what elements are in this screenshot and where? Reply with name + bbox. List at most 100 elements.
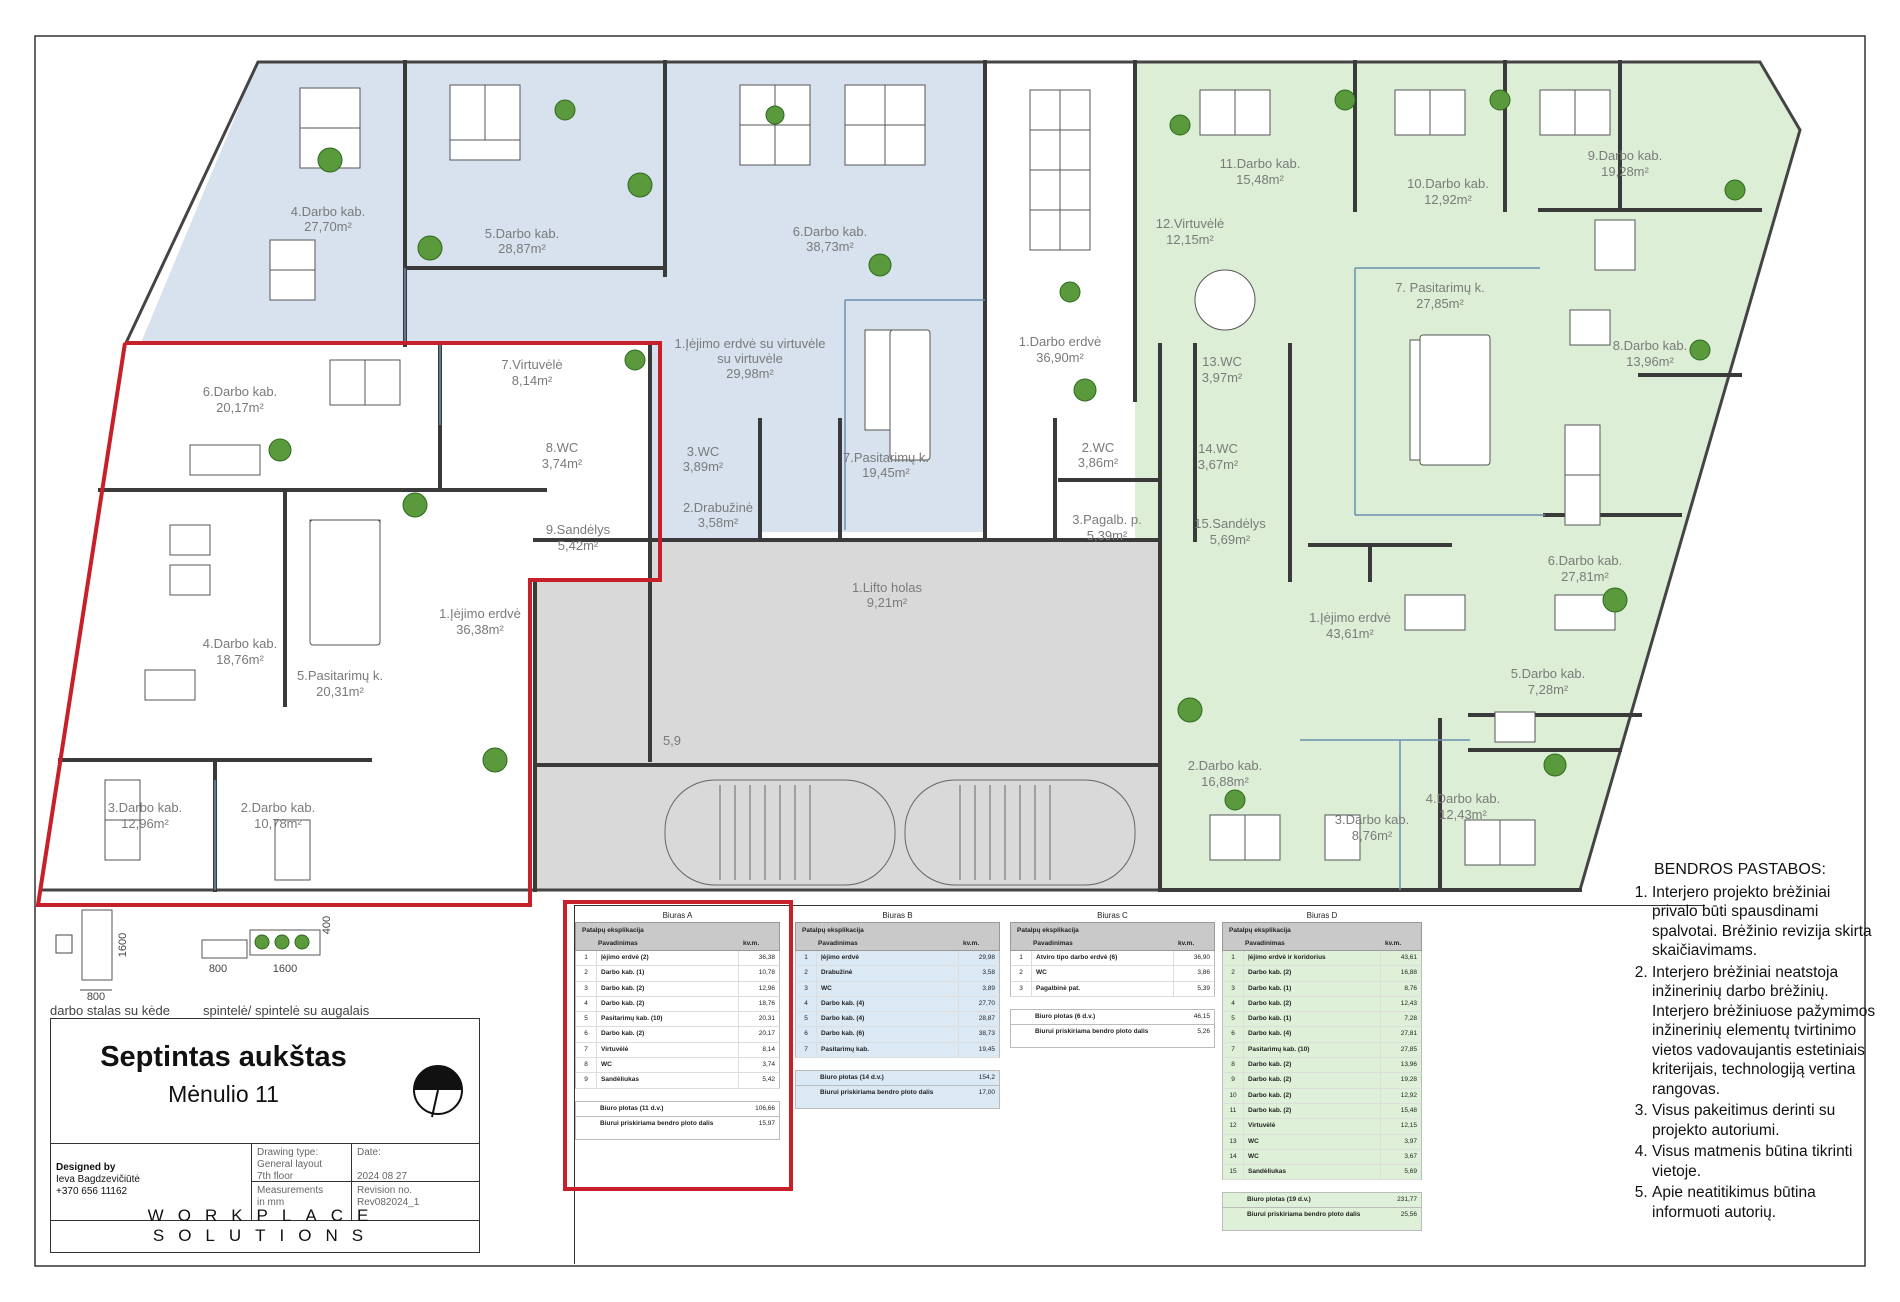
row-number: 13 <box>1223 1134 1244 1149</box>
office-c-area <box>985 62 1160 590</box>
row-name: Drabužinė <box>821 969 853 977</box>
note-item: Visus pakeitimus derinti su projekto aut… <box>1652 1101 1880 1140</box>
row-area: 20,17 <box>738 1027 779 1042</box>
row-name: Darbo kab. (4) <box>821 999 865 1007</box>
spec-title: Patalpų eksplikacija <box>575 922 780 938</box>
office-table-d: Biuras D Patalpų eksplikacija Pavadinima… <box>1222 910 1422 1232</box>
office-title: Biuras A <box>662 911 693 920</box>
office-a-table-highlight <box>563 900 793 1191</box>
office-table-a: Biuras A Patalpų eksplikacija Pavadinima… <box>575 910 780 1140</box>
office-total: Biuro plotas (19 d.v.)231,77 <box>1222 1192 1422 1209</box>
row-area: 7,28 <box>1380 1012 1421 1027</box>
brand-footer: WORKPLACE SOLUTIONS <box>147 1206 383 1245</box>
row-area: 28,87 <box>958 1012 999 1027</box>
svg-text:1600: 1600 <box>273 963 297 975</box>
office-table-b: Biuras B Patalpų eksplikacija Pavadinima… <box>795 910 1000 1110</box>
svg-text:4.Darbo kab.18,76m²: 4.Darbo kab.18,76m² <box>203 636 277 667</box>
title-block-details: Designed by Ieva Bagdzevičiūtė +370 656 … <box>51 1143 479 1221</box>
glass-partitions <box>214 267 1545 890</box>
row-number: 1 <box>796 951 817 966</box>
row-name: WC <box>1248 1137 1259 1145</box>
notes-list: Interjero projekto brėžiniai privalo būt… <box>1618 883 1880 1223</box>
svg-text:400: 400 <box>321 916 333 934</box>
row-name: Darbo kab. (2) <box>1248 999 1292 1007</box>
spec-title: Patalpų eksplikacija <box>1222 922 1422 938</box>
row-area: 29,98 <box>958 951 999 966</box>
furniture-desks <box>104 84 1636 881</box>
svg-text:6.Darbo kab.27,81m²: 6.Darbo kab.27,81m² <box>1548 553 1622 584</box>
row-number: 11 <box>1223 1103 1244 1119</box>
row-area: 12,43 <box>1380 996 1421 1012</box>
row-area: 8,14 <box>738 1042 779 1058</box>
row-name: Darbo kab. (2) <box>1248 1106 1292 1114</box>
row-name: Sandėliukas <box>1248 1168 1286 1176</box>
svg-text:800: 800 <box>87 991 105 1003</box>
row-area: 27,70 <box>958 996 999 1012</box>
row-number: 7 <box>1223 1042 1244 1058</box>
row-number: 2 <box>796 966 817 981</box>
row-name: Virtuvėlė <box>1248 1122 1276 1130</box>
row-number: 6 <box>796 1027 817 1042</box>
drawing-type-cell: Drawing type: General layout 7th floor <box>251 1144 351 1182</box>
tables-frame <box>574 905 1705 1264</box>
row-number: 1 <box>1011 951 1032 966</box>
row-name: Darbo kab. (4) <box>821 1015 865 1023</box>
row-name: Darbo kab. (2) <box>601 984 645 992</box>
general-notes: BENDROS PASTABOS: Interjero projekto brė… <box>1618 860 1880 1224</box>
row-area: 3,67 <box>1380 1149 1421 1165</box>
row-name: WC <box>601 1061 612 1069</box>
row-number: 2 <box>576 966 597 981</box>
row-name: Darbo kab. (2) <box>601 999 645 1007</box>
row-number: 3 <box>796 981 817 996</box>
svg-text:3.WC3,89m²: 3.WC3,89m² <box>683 444 724 474</box>
office-total: Biuro plotas (14 d.v.)154,2 <box>795 1070 1000 1087</box>
legend-desk-caption: darbo stalas su kėde <box>50 1003 170 1018</box>
office-title: Biuras B <box>882 911 913 920</box>
title-block: Septintas aukštas Mėnulio 11 Designed by… <box>50 1018 480 1253</box>
plants <box>268 89 1746 811</box>
core-area <box>535 540 1160 890</box>
row-number: 2 <box>1223 966 1244 981</box>
row-name: Įėjimo erdvė (2) <box>601 954 649 961</box>
row-area: 38,73 <box>958 1027 999 1042</box>
meeting-tables <box>309 269 1491 646</box>
row-number: 3 <box>576 981 597 996</box>
office-title: Biuras C <box>1097 911 1128 920</box>
row-number: 4 <box>576 996 597 1012</box>
office-a-plan-highlight <box>35 341 662 907</box>
office-title: Biuras D <box>1306 911 1338 920</box>
